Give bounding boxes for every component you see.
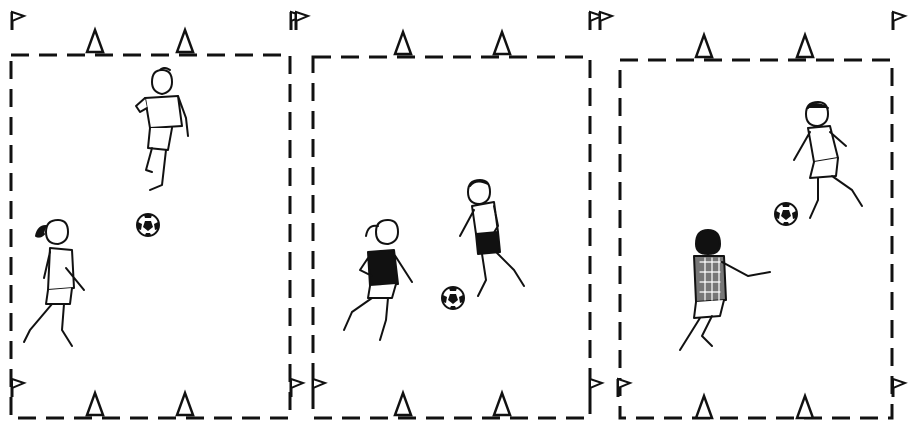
field-2-boundary	[313, 57, 590, 418]
child-player-icon	[136, 68, 188, 190]
cone-icon	[696, 396, 712, 418]
corner-flag-icon	[12, 379, 24, 397]
child-player-icon	[344, 220, 412, 340]
corner-flag-icon	[893, 12, 905, 30]
cone-icon	[87, 393, 103, 415]
child-player-icon	[24, 220, 84, 346]
corner-flag-icon	[600, 12, 612, 30]
field-3-boundary	[620, 60, 892, 418]
cone-icon	[797, 396, 813, 418]
cone-icon	[395, 393, 411, 415]
cone-icon	[797, 35, 813, 57]
cone-icon	[696, 35, 712, 57]
corner-flag-icon	[893, 379, 905, 397]
soccer-ball-icon	[442, 287, 464, 309]
child-player-icon	[680, 230, 770, 350]
field-3	[600, 12, 905, 418]
child-player-icon	[794, 102, 862, 218]
cone-icon	[87, 30, 103, 52]
child-player-icon	[460, 180, 524, 296]
cone-icon	[177, 30, 193, 52]
corner-flag-icon	[590, 379, 602, 397]
soccer-ball-icon	[137, 214, 159, 236]
cone-icon	[494, 393, 510, 415]
field-2	[296, 12, 602, 418]
corner-flag-icon	[296, 12, 308, 30]
corner-flag-icon	[291, 379, 303, 397]
cone-icon	[494, 32, 510, 54]
cone-icon	[395, 32, 411, 54]
corner-flag-icon	[313, 379, 325, 397]
soccer-ball-icon	[775, 203, 797, 225]
field-1	[11, 12, 303, 418]
cone-icon	[177, 393, 193, 415]
corner-flag-icon	[12, 12, 24, 30]
